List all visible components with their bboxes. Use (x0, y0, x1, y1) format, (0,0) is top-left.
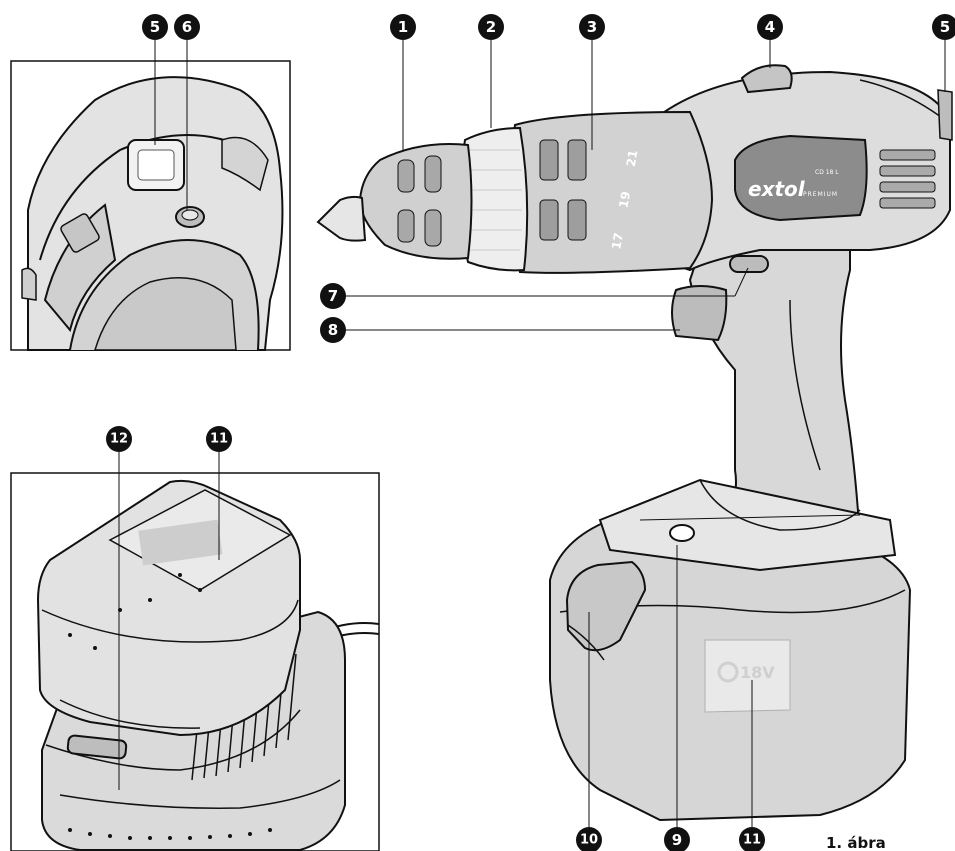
callout-11-drill: 11 (739, 827, 765, 851)
callout-6: 6 (174, 14, 200, 40)
svg-text:9: 9 (672, 831, 682, 849)
callout-10: 10 (576, 827, 602, 851)
battery-charge-indicator (669, 524, 695, 542)
svg-text:2: 2 (486, 18, 496, 36)
svg-text:17: 17 (609, 232, 626, 251)
inset-rear-view (10, 60, 291, 351)
callout-2: 2 (478, 14, 504, 40)
svg-text:11: 11 (210, 432, 228, 447)
brand-sub-text: PREMIUM (803, 191, 838, 198)
callout-9: 9 (664, 827, 690, 851)
callout-1: 1 (390, 14, 416, 40)
drill-led-light (937, 89, 953, 141)
rotation-selector (729, 255, 769, 273)
svg-text:10: 10 (580, 833, 598, 848)
svg-text:12: 12 (110, 432, 128, 447)
charger-led-indicator (66, 734, 128, 760)
callout-12: 12 (106, 426, 132, 452)
direction-switch (740, 64, 793, 94)
inset-charger-view (10, 472, 380, 851)
callout-11-charger: 11 (206, 426, 232, 452)
svg-text:5: 5 (940, 18, 950, 36)
svg-text:5: 5 (150, 18, 160, 36)
svg-text:8: 8 (328, 321, 338, 339)
callout-7: 7 (320, 283, 346, 309)
battery-voltage-label: 18V (740, 663, 775, 682)
svg-text:6: 6 (182, 18, 192, 36)
callout-8: 8 (320, 317, 346, 343)
svg-text:4: 4 (765, 18, 775, 36)
battery-label-panel (704, 639, 791, 713)
brand-logo-text: extol (748, 177, 806, 201)
clutch-scale: 17 19 21 (609, 149, 640, 251)
callout-3: 3 (579, 14, 605, 40)
charger-drawing (36, 479, 380, 851)
leader-lines (118, 40, 946, 836)
svg-text:19: 19 (616, 190, 633, 209)
svg-text:3: 3 (587, 18, 597, 36)
trigger-switch (671, 285, 728, 342)
callout-4: 4 (757, 14, 783, 40)
drill-drawing: 18V extol PREMIUM CD 18 L 17 19 21 (316, 64, 953, 822)
svg-text:11: 11 (743, 833, 761, 848)
model-text: CD 18 L (815, 169, 839, 176)
callout-badges: 1 2 3 4 5 5 6 7 8 11 12 10 9 11 (106, 14, 955, 851)
svg-text:7: 7 (328, 287, 338, 305)
svg-text:1: 1 (398, 18, 408, 36)
callout-5-drill: 5 (932, 14, 955, 40)
callout-5-inset: 5 (142, 14, 168, 40)
keyless-chuck (358, 143, 473, 260)
logo-plate (734, 134, 868, 222)
inset-rear-drawing (21, 76, 284, 351)
figure-caption: 1. ábra (826, 834, 886, 851)
svg-text:21: 21 (624, 149, 641, 168)
chuck-nose (316, 195, 367, 242)
